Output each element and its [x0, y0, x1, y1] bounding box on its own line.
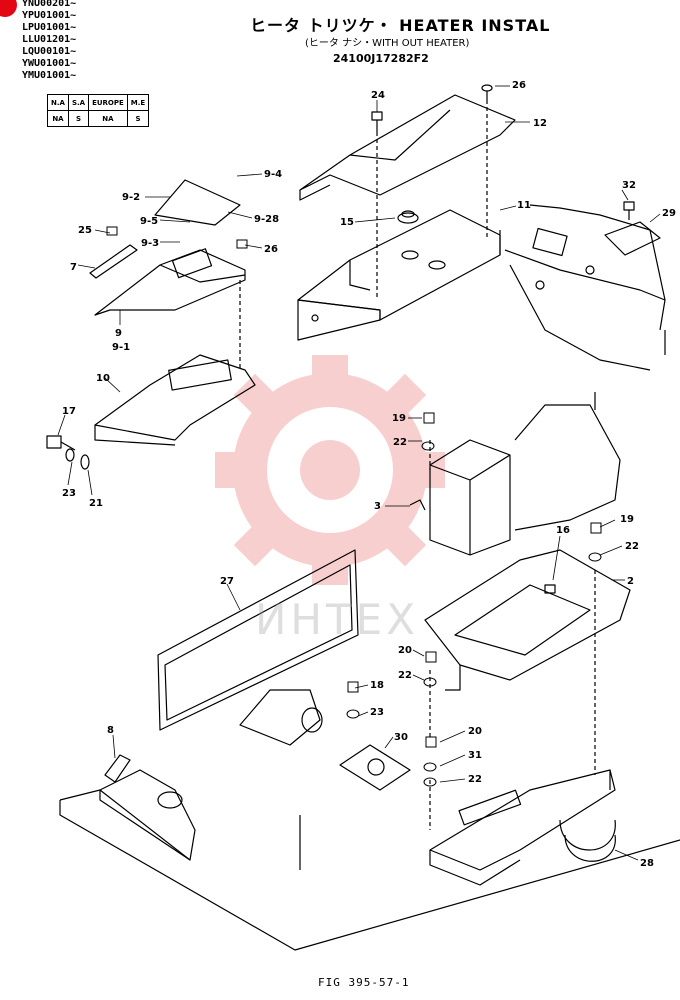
callout-label: 10	[96, 373, 110, 384]
callout-label: 17	[62, 406, 76, 417]
callout-label: 15	[340, 217, 354, 228]
part-3-box	[409, 439, 511, 556]
callout-label: 31	[468, 750, 482, 761]
market-value: S	[126, 110, 150, 127]
lower-left-duct	[99, 769, 196, 861]
callout-label: 16	[556, 525, 570, 536]
part-9-plate	[94, 248, 246, 316]
serial-range: LQU00101~	[22, 46, 77, 57]
callout-label: 23	[62, 488, 76, 499]
part-8-clip	[104, 754, 131, 783]
callout-label: 12	[533, 118, 547, 129]
serial-range: YPU01001~	[22, 10, 77, 21]
callout-label: 9-1	[112, 342, 130, 353]
part-10-duct	[94, 354, 256, 446]
part-29-console	[504, 204, 666, 371]
callout-label: 25	[78, 225, 92, 236]
callout-label: 22	[468, 774, 482, 785]
callout-label: 20	[398, 645, 412, 656]
floor-plate	[59, 789, 680, 951]
part-12-cover	[299, 94, 516, 201]
diagram-title: ヒータ トリツケ・ HEATER INSTAL	[250, 16, 551, 35]
serial-range: LLU01201~	[22, 34, 77, 45]
callout-label: 32	[622, 180, 636, 191]
callout-label: 21	[89, 498, 103, 509]
floor-outline	[514, 392, 621, 531]
watermark-text: ИНТЕХ	[255, 595, 419, 644]
callout-label: 8	[107, 725, 114, 736]
part-number: 24100J17282F2	[333, 52, 429, 65]
callout-label: 3	[374, 501, 381, 512]
market-value: S	[67, 110, 90, 127]
corner-marker-icon	[0, 0, 17, 17]
part-11-duct	[297, 209, 501, 341]
callout-label: 27	[220, 576, 234, 587]
serial-range: YWU01001~	[22, 58, 77, 69]
part-7-bracket	[89, 244, 138, 279]
callout-label: 30	[394, 732, 408, 743]
part-28-stand	[429, 769, 616, 886]
callout-label: 9-5	[140, 216, 158, 227]
part-17-bolt	[46, 435, 90, 470]
serial-range: YMU01001~	[22, 70, 77, 81]
bolt-32	[623, 201, 635, 220]
part-27-panel	[157, 549, 359, 731]
callout-label: 18	[370, 680, 384, 691]
callout-label: 19	[620, 514, 634, 525]
serial-range: YNU00201~	[22, 0, 77, 9]
callout-label: 26	[264, 244, 278, 255]
part-15-grommet	[397, 210, 419, 224]
leader-lines	[57, 85, 661, 861]
callout-label: 22	[625, 541, 639, 552]
part-30-plate	[339, 744, 411, 791]
callout-label: 11	[517, 200, 531, 211]
part-2-frame	[424, 549, 631, 691]
callout-label: 22	[393, 437, 407, 448]
washer-set	[106, 226, 602, 787]
bolt-24	[371, 111, 383, 132]
gear-watermark-icon	[215, 355, 445, 585]
callout-label: 2	[627, 576, 634, 587]
callout-label: 9-4	[264, 169, 282, 180]
callout-label: 26	[512, 80, 526, 91]
callout-label: 24	[371, 90, 385, 101]
alignment-lines	[239, 100, 596, 830]
callout-label: 9-28	[254, 214, 279, 225]
callout-label: 28	[640, 858, 654, 869]
callout-label: 29	[662, 208, 676, 219]
serial-range: LPU01001~	[22, 22, 77, 33]
callout-label: 7	[70, 262, 77, 273]
market-table: N.A S.A EUROPE M.E NA S NA S	[47, 94, 150, 127]
bolt-26-top	[481, 84, 493, 100]
figure-number: FIG 395-57-1	[318, 976, 410, 989]
callout-label: 9	[115, 328, 122, 339]
blower-unit	[239, 689, 323, 746]
callout-label: 19	[392, 413, 406, 424]
callout-label: 9-3	[141, 238, 159, 249]
callout-label: 9-2	[122, 192, 140, 203]
callout-label: 23	[370, 707, 384, 718]
callout-label: 20	[468, 726, 482, 737]
diagram-subtitle: (ヒータ ナシ・WITH OUT HEATER)	[305, 38, 470, 49]
callout-label: 22	[398, 670, 412, 681]
part-9-2-cover	[154, 179, 241, 226]
